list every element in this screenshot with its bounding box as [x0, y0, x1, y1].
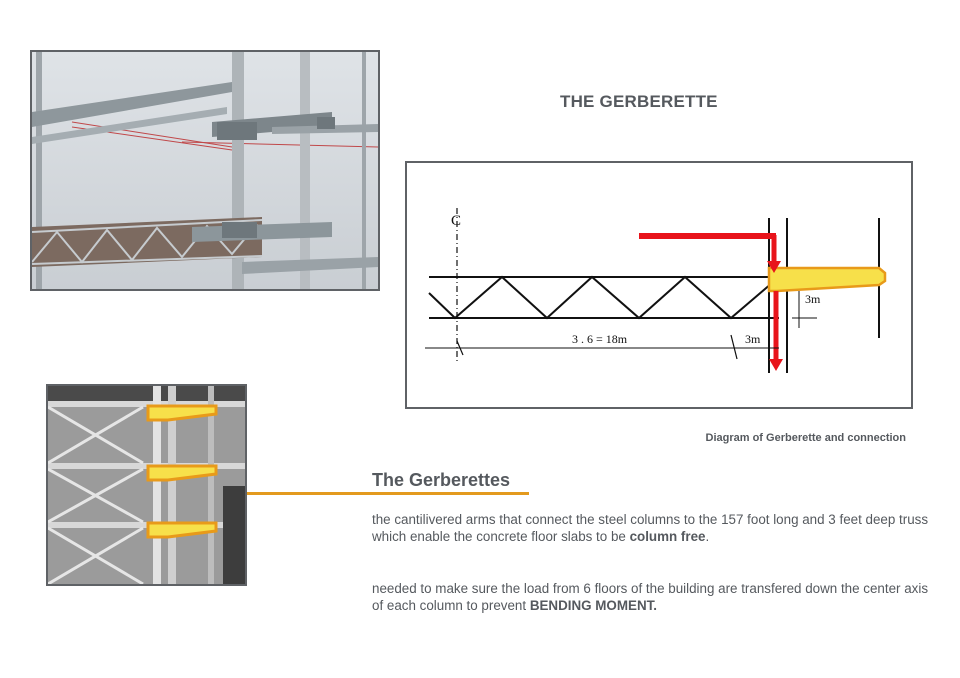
page-title: THE GERBERETTE: [560, 92, 718, 111]
description-paragraph-2: needed to make sure the load from 6 floo…: [372, 580, 932, 614]
gerberette-shape: [767, 266, 887, 293]
gerberette-highlights: [146, 404, 218, 539]
span-label: 3 . 6 = 18m: [572, 332, 628, 346]
end-bay-label: 3m: [745, 332, 761, 346]
construction-photo: [30, 50, 380, 291]
centerline-label: C: [451, 213, 461, 229]
description-paragraph-1: the cantilivered arms that connect the s…: [372, 511, 932, 545]
load-arrowhead-top: [767, 261, 781, 273]
dimension-tick-1: [456, 340, 464, 356]
gerberette-diagram: C 3 . 6 = 18m 3m 3m: [405, 161, 913, 409]
para1-bold: column free: [629, 529, 706, 544]
truss-web: [428, 275, 780, 320]
diagram-caption: Diagram of Gerberette and connection: [705, 432, 906, 444]
dimension-tick-2: [730, 334, 738, 360]
gerberette-photo: [46, 384, 247, 586]
para1-end: .: [705, 529, 710, 544]
construction-photo-drawing: [32, 52, 378, 289]
connector-line: [247, 492, 529, 495]
para1-text: the cantilivered arms that connect the s…: [372, 512, 929, 544]
cantilever-label: 3m: [805, 292, 821, 306]
para2-bold: BENDING MOMENT.: [529, 598, 658, 613]
section-heading: The Gerberettes: [372, 470, 511, 490]
gerberette-photo-drawing: [48, 386, 245, 584]
load-arrowhead-bottom: [769, 359, 783, 371]
para2-text: needed to make sure the load from 6 floo…: [372, 581, 929, 613]
gerberette-diagram-drawing: C 3 . 6 = 18m 3m 3m: [425, 208, 887, 373]
